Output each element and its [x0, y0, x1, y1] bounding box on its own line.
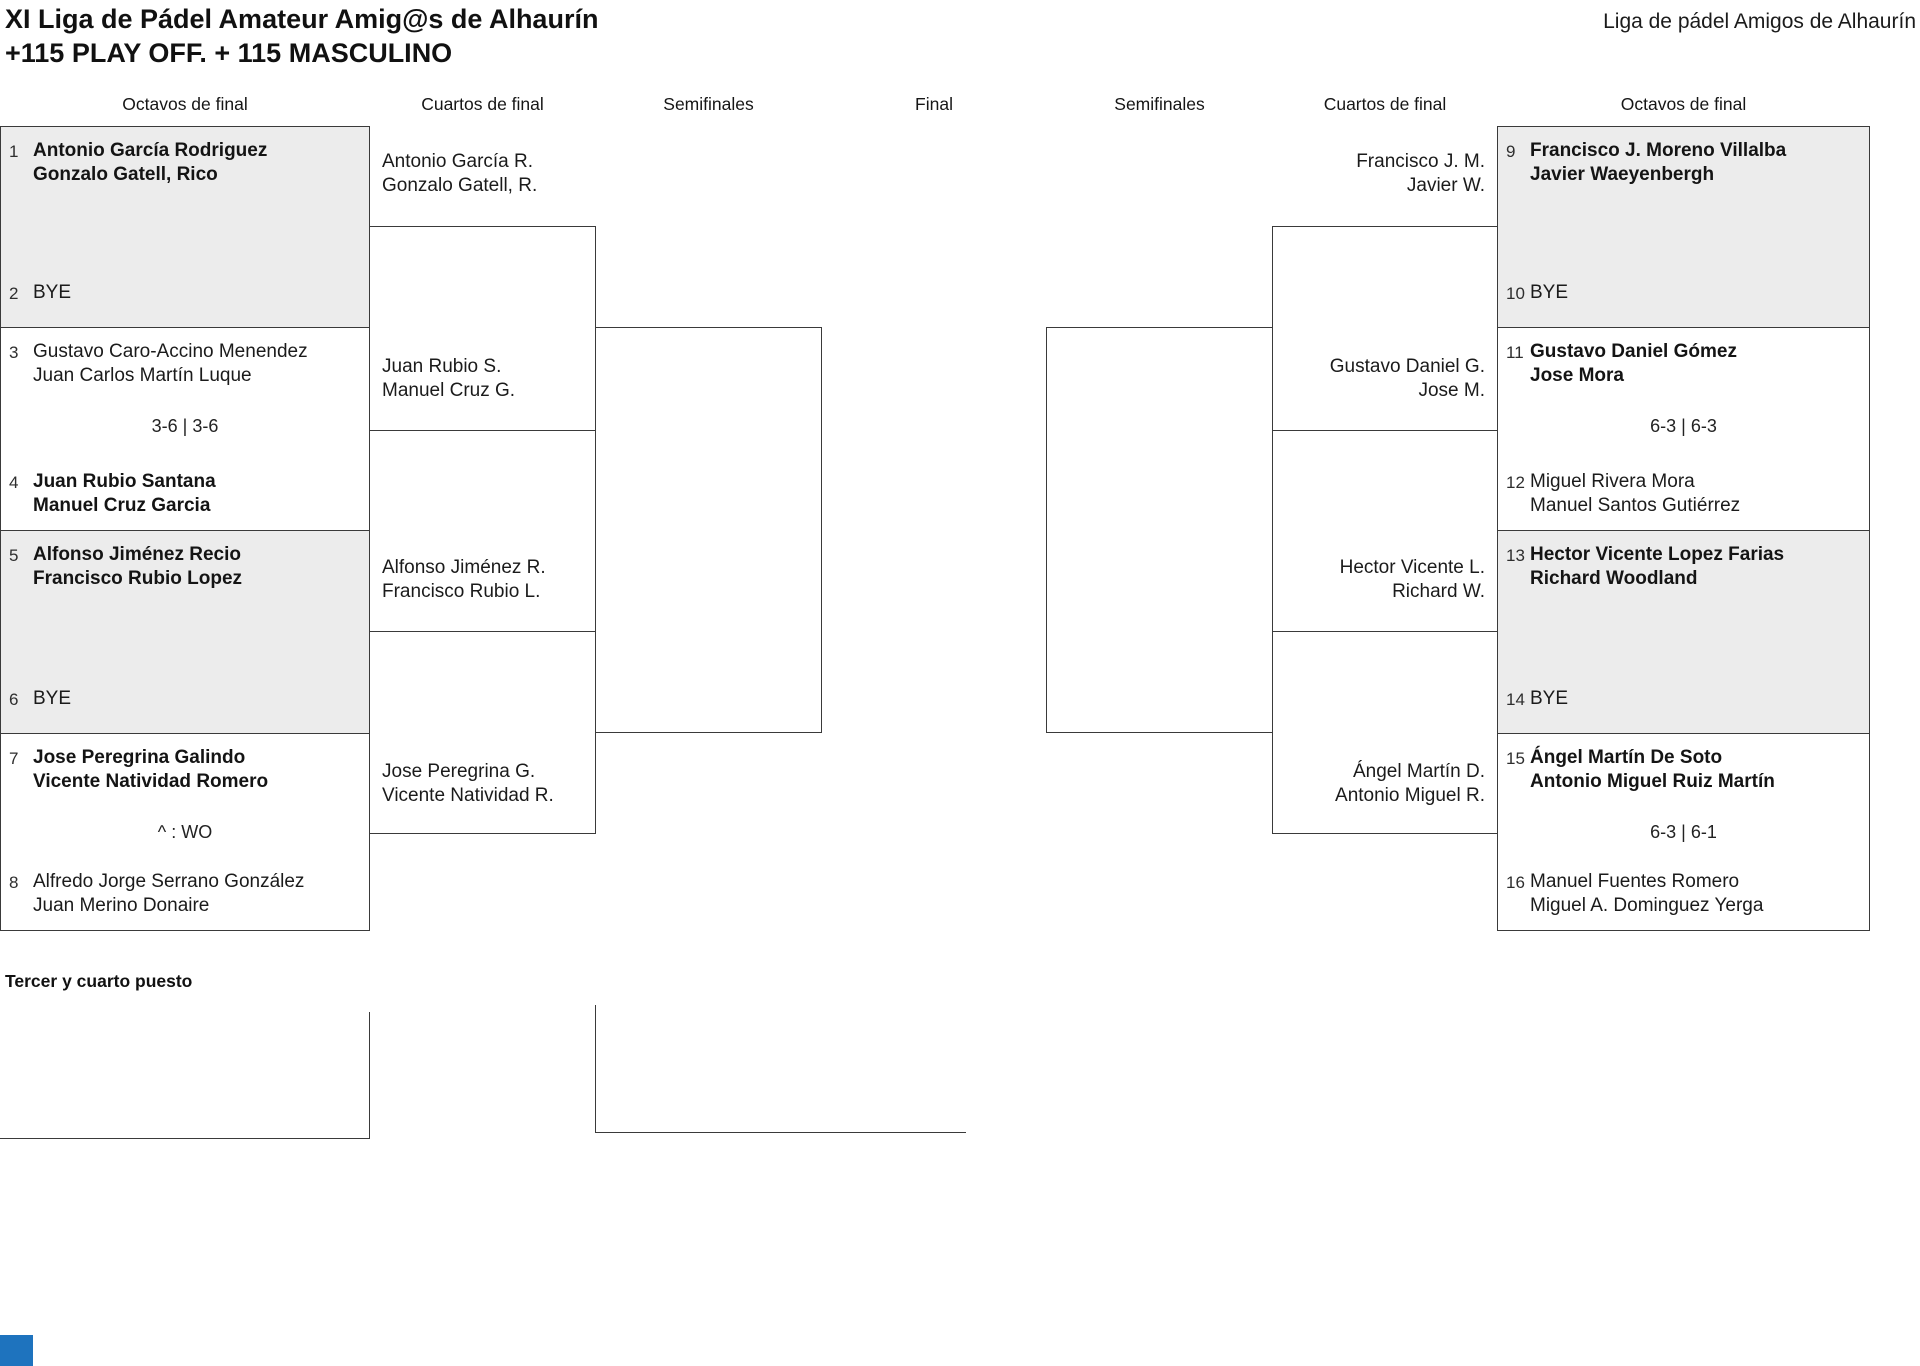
team-names: BYE — [33, 282, 72, 303]
title-line-2: +115 PLAY OFF. + 115 MASCULINO — [5, 38, 453, 68]
qf-winner-right-2: Gustavo Daniel G. Jose M. — [1329, 356, 1485, 401]
team-names: Miguel Rivera Mora Manuel Santos Gutiérr… — [1530, 471, 1741, 516]
seed-number: 9 — [1506, 142, 1516, 161]
team-names: Gustavo Caro-Accino Menendez Juan Carlos… — [33, 341, 308, 386]
seed-number: 12 — [1506, 473, 1525, 492]
team-names: Hector Vicente Lopez Farias Richard Wood… — [1530, 544, 1785, 589]
bracket-slot-11: 11 Gustavo Daniel Gómez Jose Mora — [1506, 340, 1863, 388]
match-box-7-8: 7 Jose Peregrina Galindo Vicente Nativid… — [0, 733, 370, 931]
seed-number: 8 — [9, 873, 19, 892]
title-line-1: XI Liga de Pádel Amateur Amig@s de Alhau… — [5, 4, 599, 34]
third-place-line-bottom-left — [0, 1138, 370, 1139]
team-names: Manuel Fuentes Romero Miguel A. Domingue… — [1530, 871, 1764, 916]
third-place-line-bottom-right — [595, 1132, 966, 1133]
seed-number: 3 — [9, 343, 19, 362]
seed-number: 10 — [1506, 284, 1525, 303]
bracket-slot-9: 9 Francisco J. Moreno Villalba Javier Wa… — [1506, 139, 1863, 187]
quarterfinal-box-right-2 — [1272, 631, 1498, 834]
match-score: 6-3 | 6-3 — [1650, 416, 1717, 436]
bracket-slot-13: 13 Hector Vicente Lopez Farias Richard W… — [1506, 543, 1863, 591]
bracket-slot-5: 5 Alfonso Jiménez Recio Francisco Rubio … — [9, 543, 363, 591]
round-header-octavos-right: Octavos de final — [1620, 94, 1747, 114]
third-place-label: Tercer y cuarto puesto — [5, 971, 193, 991]
blue-corner-widget[interactable] — [0, 1335, 33, 1366]
match-score: ^ : WO — [157, 822, 213, 842]
bracket-slot-10: 10 BYE — [1506, 281, 1863, 305]
team-names: BYE — [33, 688, 72, 709]
qf-winner-right-1: Francisco J. M. Javier W. — [1356, 151, 1485, 196]
team-names: BYE — [1530, 688, 1569, 709]
qf-winner-left-3: Alfonso Jiménez R. Francisco Rubio L. — [382, 557, 546, 602]
round-header-octavos-left: Octavos de final — [122, 94, 248, 114]
match-box-1-2: 1 Antonio García Rodriguez Gonzalo Gatel… — [0, 126, 370, 328]
round-header-semis-left: Semifinales — [663, 94, 754, 114]
seed-number: 5 — [9, 546, 19, 565]
bracket-slot-3: 3 Gustavo Caro-Accino Menendez Juan Carl… — [9, 340, 363, 388]
match-box-5-6: 5 Alfonso Jiménez Recio Francisco Rubio … — [0, 530, 370, 734]
team-names: Antonio García Rodriguez Gonzalo Gatell,… — [33, 140, 268, 185]
bracket-slot-4: 4 Juan Rubio Santana Manuel Cruz Garcia — [9, 470, 363, 518]
team-names: Jose Peregrina Galindo Vicente Natividad… — [33, 747, 269, 792]
qf-winner-left-1: Antonio García R. Gonzalo Gatell, R. — [382, 151, 538, 196]
seed-number: 6 — [9, 690, 19, 709]
round-header-cuartos-left: Cuartos de final — [421, 94, 544, 114]
team-names: Alfonso Jiménez Recio Francisco Rubio Lo… — [33, 544, 243, 589]
site-title: Liga de pádel Amigos de Alhaurín — [1603, 10, 1916, 33]
seed-number: 1 — [9, 142, 19, 161]
bracket-slot-15: 15 Ángel Martín De Soto Antonio Miguel R… — [1506, 746, 1863, 794]
bracket-slot-6: 6 BYE — [9, 687, 363, 711]
match-score: 3-6 | 3-6 — [151, 416, 219, 436]
third-place-line-vertical-right — [595, 1005, 596, 1133]
team-names: Francisco J. Moreno Villalba Javier Waey… — [1530, 140, 1787, 185]
third-place-line-vertical-left — [369, 1012, 370, 1139]
qf-winner-left-2: Juan Rubio S. Manuel Cruz G. — [382, 356, 516, 401]
bracket-slot-16: 16 Manuel Fuentes Romero Miguel A. Domin… — [1506, 870, 1863, 918]
match-box-9-10: 9 Francisco J. Moreno Villalba Javier Wa… — [1497, 126, 1870, 328]
quarterfinal-box-right-1 — [1272, 226, 1498, 431]
bracket-slot-1: 1 Antonio García Rodriguez Gonzalo Gatel… — [9, 139, 363, 187]
team-names: Juan Rubio Santana Manuel Cruz Garcia — [33, 471, 216, 516]
seed-number: 16 — [1506, 873, 1525, 892]
match-score: 6-3 | 6-1 — [1650, 822, 1717, 842]
match-box-13-14: 13 Hector Vicente Lopez Farias Richard W… — [1497, 530, 1870, 734]
semifinal-box-right — [1046, 327, 1273, 733]
seed-number: 14 — [1506, 690, 1525, 709]
qf-winner-right-3: Hector Vicente L. Richard W. — [1339, 557, 1485, 602]
round-header-final: Final — [915, 94, 953, 114]
bracket-slot-12: 12 Miguel Rivera Mora Manuel Santos Guti… — [1506, 470, 1863, 518]
page-title: XI Liga de Pádel Amateur Amig@s de Alhau… — [5, 2, 598, 70]
seed-number: 15 — [1506, 749, 1525, 768]
seed-number: 4 — [9, 473, 19, 492]
semifinal-box-left — [595, 327, 822, 733]
bracket-slot-14: 14 BYE — [1506, 687, 1863, 711]
qf-winner-left-4: Jose Peregrina G. Vicente Natividad R. — [382, 761, 554, 806]
bracket-slot-8: 8 Alfredo Jorge Serrano González Juan Me… — [9, 870, 363, 918]
qf-winner-right-4: Ángel Martín D. Antonio Miguel R. — [1335, 761, 1485, 806]
round-header-cuartos-right: Cuartos de final — [1323, 94, 1447, 114]
bracket-slot-2: 2 BYE — [9, 281, 363, 305]
match-box-11-12: 11 Gustavo Daniel Gómez Jose Mora 6-3 | … — [1497, 327, 1870, 531]
seed-number: 2 — [9, 284, 19, 303]
seed-number: 11 — [1506, 343, 1524, 362]
seed-number: 13 — [1506, 546, 1525, 565]
team-names: Gustavo Daniel Gómez Jose Mora — [1530, 341, 1737, 386]
team-names: Alfredo Jorge Serrano González Juan Meri… — [33, 871, 305, 916]
bracket-slot-7: 7 Jose Peregrina Galindo Vicente Nativid… — [9, 746, 363, 794]
seed-number: 7 — [9, 749, 19, 768]
team-names: BYE — [1530, 282, 1569, 303]
match-box-3-4: 3 Gustavo Caro-Accino Menendez Juan Carl… — [0, 327, 370, 531]
match-box-15-16: 15 Ángel Martín De Soto Antonio Miguel R… — [1497, 733, 1870, 931]
round-header-semis-right: Semifinales — [1114, 94, 1205, 114]
team-names: Ángel Martín De Soto Antonio Miguel Ruiz… — [1530, 747, 1775, 792]
